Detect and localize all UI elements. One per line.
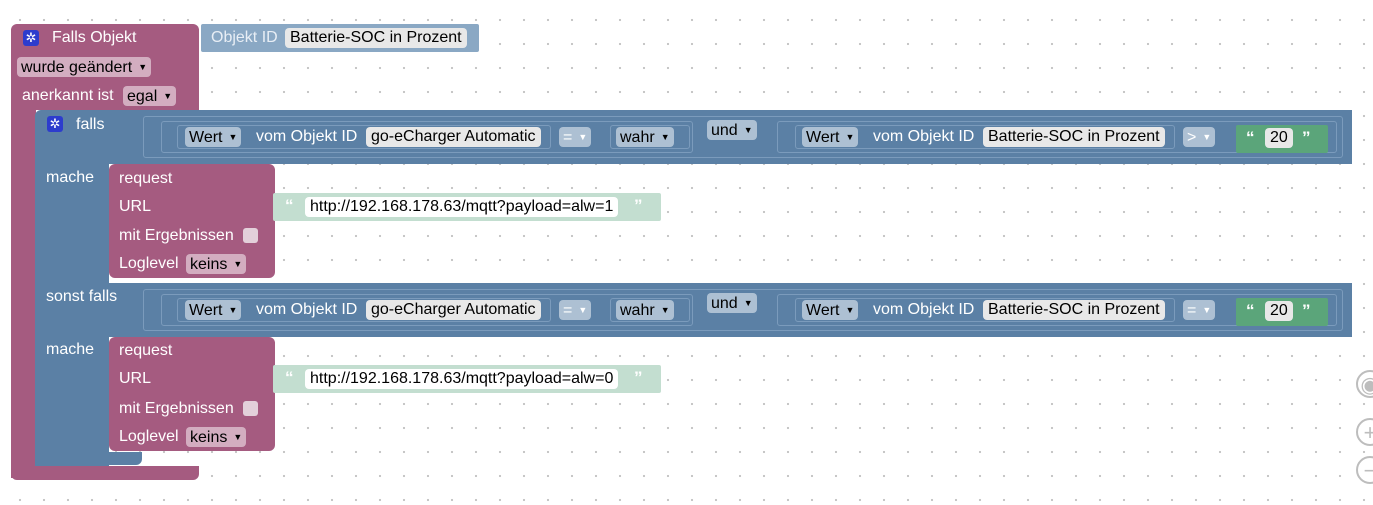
dropdown-arrow-icon: ▼ <box>228 132 238 142</box>
quote-open-icon: “ <box>1246 128 1255 147</box>
mache-label-1: mache <box>46 169 95 186</box>
wert-dropdown[interactable]: Wert ▼ <box>185 127 242 147</box>
wert-dropdown-value: Wert <box>806 129 840 146</box>
trigger-title: Falls Objekt <box>52 29 137 46</box>
dropdown-arrow-icon: ▼ <box>845 132 855 142</box>
operator-value: > <box>1187 129 1197 146</box>
dropdown-arrow-icon: ▼ <box>1202 132 1212 142</box>
url-label: URL <box>119 198 152 215</box>
wert-dropdown[interactable]: Wert ▼ <box>802 127 859 147</box>
vom-objekt-label: vom Objekt ID <box>256 301 358 318</box>
trigger-block-bottom <box>11 466 199 480</box>
if-block-bottom <box>35 452 142 465</box>
quote-open-icon: “ <box>285 196 294 215</box>
logic-dropdown[interactable]: und ▼ <box>707 120 757 140</box>
number-text-field[interactable]: 20 <box>1265 301 1293 321</box>
loglevel-label: Loglevel <box>119 255 179 272</box>
dropdown-arrow-icon: ▼ <box>743 125 753 135</box>
object-id-field[interactable]: Batterie-SOC in Prozent <box>983 127 1165 147</box>
dropdown-arrow-icon: ▼ <box>138 62 148 72</box>
dropdown-arrow-icon: ▼ <box>578 305 588 315</box>
wert-dropdown-value: Wert <box>189 129 223 146</box>
dropdown-arrow-icon: ▼ <box>743 298 753 308</box>
operator-dropdown[interactable]: >▼ <box>1183 127 1216 147</box>
results-checkbox[interactable] <box>243 228 258 243</box>
ack-label: anerkannt ist <box>22 87 114 104</box>
bool-value: wahr <box>620 302 655 319</box>
request-title: request <box>119 170 173 187</box>
results-checkbox[interactable] <box>243 401 258 416</box>
object-id-field[interactable]: go-eCharger Automatic <box>366 300 541 320</box>
object-id-field[interactable]: go-eCharger Automatic <box>366 127 541 147</box>
operator-value: = <box>563 302 573 319</box>
quote-open-icon: “ <box>1246 301 1255 320</box>
quote-close-icon: ” <box>1302 128 1311 147</box>
bool-dropdown[interactable]: wahr ▼ <box>616 127 674 147</box>
object-id-field[interactable]: Batterie-SOC in Prozent <box>983 300 1165 320</box>
mache-label-2: mache <box>46 341 95 358</box>
logic-dropdown[interactable]: und ▼ <box>707 293 757 313</box>
url-field[interactable]: http://192.168.178.63/mqtt?payload=alw=1 <box>305 197 619 217</box>
loglevel-value: keins <box>190 429 228 446</box>
dropdown-arrow-icon: ▼ <box>660 305 670 315</box>
bool-value: wahr <box>620 129 655 146</box>
url-label: URL <box>119 370 152 387</box>
wert-dropdown-value: Wert <box>189 302 223 319</box>
loglevel-dropdown[interactable]: keins ▼ <box>186 254 247 274</box>
number-text-field[interactable]: 20 <box>1265 128 1293 148</box>
recenter-icon[interactable]: ◉ <box>1356 370 1373 398</box>
dropdown-arrow-icon: ▼ <box>228 305 238 315</box>
vom-objekt-label: vom Objekt ID <box>873 128 975 145</box>
dropdown-arrow-icon: ▼ <box>233 259 243 269</box>
wert-dropdown[interactable]: Wert ▼ <box>802 300 859 320</box>
falls-label: falls <box>76 116 105 133</box>
dropdown-arrow-icon: ▼ <box>845 305 855 315</box>
dropdown-arrow-icon: ▼ <box>660 132 670 142</box>
dropdown-arrow-icon: ▼ <box>233 432 243 442</box>
object-id-field[interactable]: Batterie-SOC in Prozent <box>285 28 467 48</box>
dropdown-arrow-icon: ▼ <box>1202 305 1212 315</box>
ack-dropdown[interactable]: egal ▼ <box>123 86 177 106</box>
results-label: mit Ergebnissen <box>119 400 234 417</box>
wert-dropdown[interactable]: Wert ▼ <box>185 300 242 320</box>
results-label: mit Ergebnissen <box>119 227 234 244</box>
logic-value: und <box>711 295 738 312</box>
changed-dropdown[interactable]: wurde geändert ▼ <box>17 57 152 77</box>
operator-value: = <box>563 129 573 146</box>
trigger-block-left-arm <box>11 108 36 478</box>
zoom-out-icon[interactable]: − <box>1356 456 1373 484</box>
vom-objekt-label: vom Objekt ID <box>256 128 358 145</box>
loglevel-dropdown[interactable]: keins ▼ <box>186 427 247 447</box>
gear-icon[interactable]: ✲ <box>47 116 63 132</box>
sonst-falls-label: sonst falls <box>46 288 118 305</box>
dropdown-arrow-icon: ▼ <box>163 91 173 101</box>
gear-icon[interactable]: ✲ <box>23 30 39 46</box>
dropdown-arrow-icon: ▼ <box>578 132 588 142</box>
quote-open-icon: “ <box>285 368 294 387</box>
operator-dropdown[interactable]: =▼ <box>559 127 592 147</box>
quote-close-icon: ” <box>1302 301 1311 320</box>
object-id-label: Objekt ID <box>211 29 278 46</box>
url-field[interactable]: http://192.168.178.63/mqtt?payload=alw=0 <box>305 369 619 389</box>
ack-dropdown-value: egal <box>127 88 158 105</box>
request-title: request <box>119 342 173 359</box>
quote-close-icon: ” <box>634 196 643 215</box>
loglevel-label: Loglevel <box>119 428 179 445</box>
loglevel-value: keins <box>190 256 228 273</box>
bool-dropdown[interactable]: wahr ▼ <box>616 300 674 320</box>
quote-close-icon: ” <box>634 368 643 387</box>
operator-value: = <box>1187 302 1197 319</box>
operator-dropdown[interactable]: =▼ <box>559 300 592 320</box>
operator-dropdown[interactable]: =▼ <box>1183 300 1216 320</box>
logic-value: und <box>711 122 738 139</box>
changed-dropdown-value: wurde geändert <box>21 59 133 76</box>
wert-dropdown-value: Wert <box>806 302 840 319</box>
vom-objekt-label: vom Objekt ID <box>873 301 975 318</box>
zoom-in-icon[interactable]: + <box>1356 418 1373 446</box>
